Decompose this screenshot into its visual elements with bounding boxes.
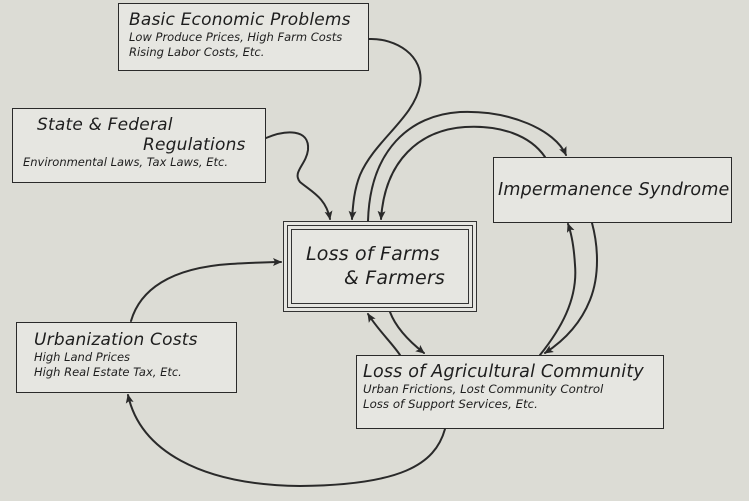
node-title: Urbanization Costs (34, 330, 198, 350)
arrow-impermanence-to-central (377, 125, 546, 220)
arrow-central-to-impermanence (367, 110, 567, 222)
node-title: Basic Economic Problems (129, 10, 351, 30)
arrow-central-to-agri (389, 311, 425, 354)
arrow-state-to-central (265, 131, 333, 220)
node-detail: Low Produce Prices, High Farm Costs (129, 30, 343, 44)
arrow-agri-to-impermanence (539, 223, 577, 356)
node-title: Regulations (143, 135, 246, 155)
node-detail: High Real Estate Tax, Etc. (34, 365, 182, 379)
node-title: & Farmers (344, 267, 445, 289)
node-title: Loss of Farms (306, 243, 440, 265)
node-title: Loss of Agricultural Community (363, 362, 644, 382)
arrow-basic-to-central (348, 37, 422, 220)
arrow-impermanence-to-agri (544, 222, 598, 354)
node-urbanization-costs: Urbanization Costs High Land Prices High… (16, 322, 237, 393)
node-detail: High Land Prices (34, 350, 131, 364)
node-title: State & Federal (37, 115, 173, 135)
node-impermanence-syndrome: Impermanence Syndrome (493, 157, 732, 223)
arrow-agri-to-urbanization (125, 394, 446, 488)
node-detail: Loss of Support Services, Etc. (363, 397, 538, 411)
node-loss-of-farms: Loss of Farms & Farmers (283, 221, 477, 312)
arrow-agri-to-central (367, 313, 401, 356)
node-detail: Rising Labor Costs, Etc. (129, 45, 265, 59)
node-detail: Environmental Laws, Tax Laws, Etc. (23, 155, 228, 169)
node-basic-economic-problems: Basic Economic Problems Low Produce Pric… (118, 3, 369, 71)
node-detail: Urban Frictions, Lost Community Control (363, 382, 604, 396)
node-state-federal-regulations: State & Federal Regulations Environmenta… (12, 108, 266, 183)
arrow-urbanization-to-central (130, 258, 282, 322)
node-loss-of-agricultural-community: Loss of Agricultural Community Urban Fri… (356, 355, 664, 429)
node-title: Impermanence Syndrome (498, 180, 730, 200)
